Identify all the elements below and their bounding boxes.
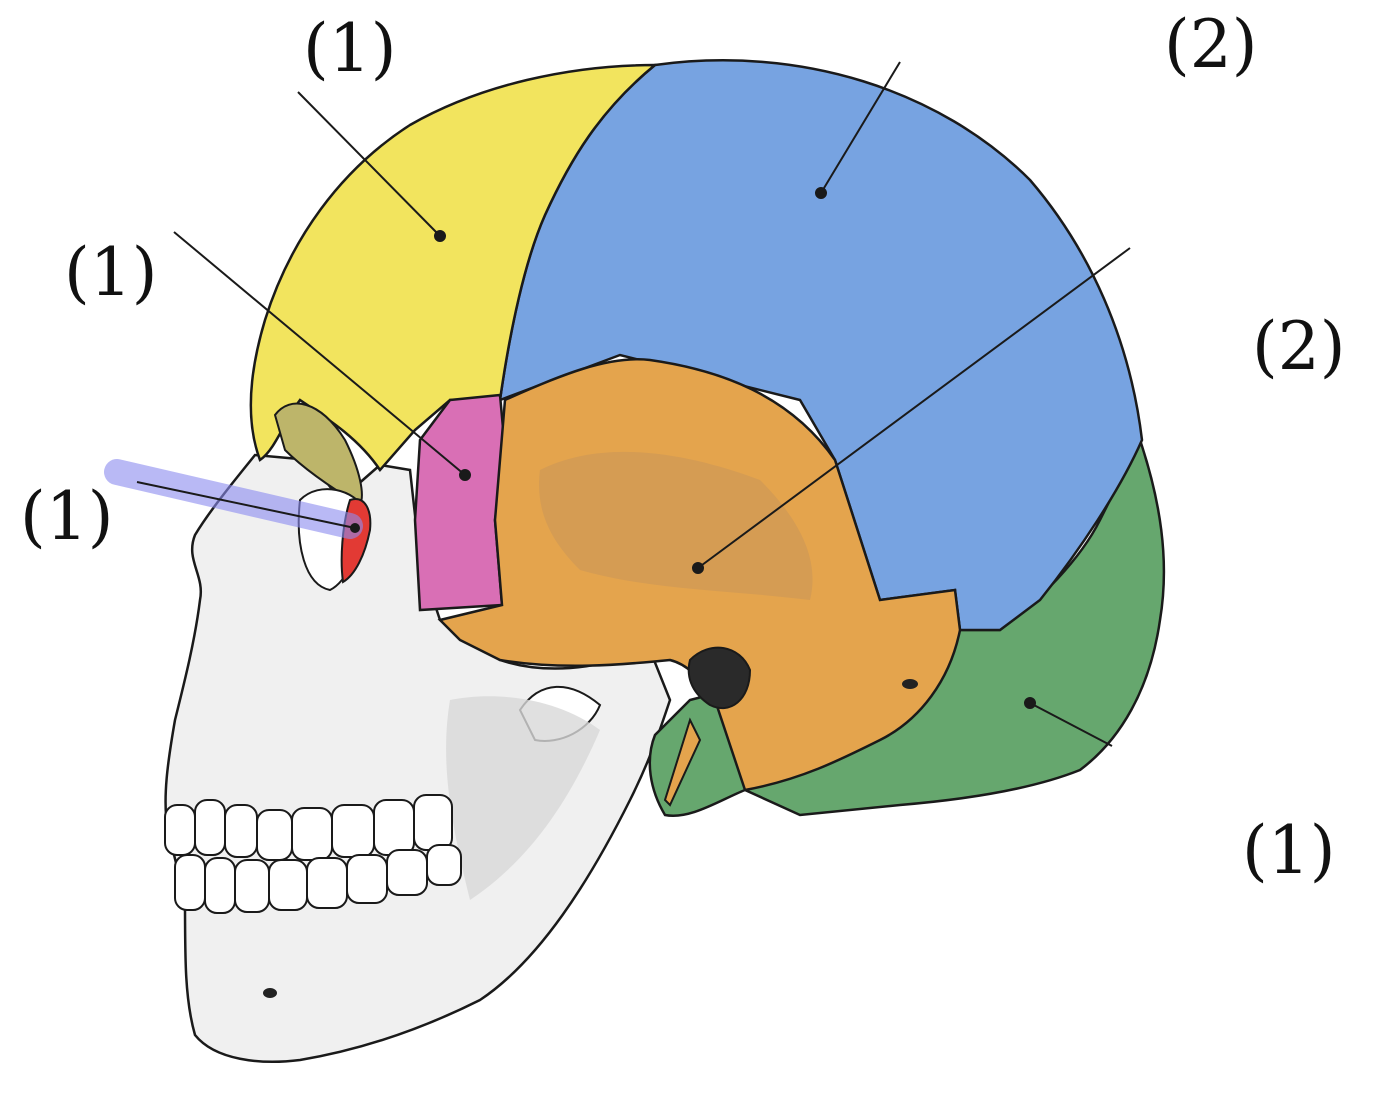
label-sphenoid: (1) xyxy=(64,234,158,311)
leader-line-sphenoid xyxy=(173,231,466,476)
leader-dot-parietal xyxy=(815,187,827,199)
leader-dot-occipital xyxy=(1024,697,1036,709)
label-temporal: (2) xyxy=(1252,308,1346,385)
label-occipital: (1) xyxy=(1242,812,1336,889)
leader-line-parietal xyxy=(820,61,901,194)
teeth xyxy=(164,794,462,914)
styloid-process xyxy=(663,717,702,807)
label-parietal: (2) xyxy=(1164,6,1258,83)
lacrimal-highlight-bar xyxy=(104,459,363,539)
leader-line-temporal xyxy=(697,247,1131,569)
leader-lines xyxy=(173,61,1131,747)
zygomatic-shade xyxy=(446,696,600,900)
ear-canal xyxy=(687,646,752,710)
leader-dot-frontal xyxy=(434,230,446,242)
sphenoid-bone xyxy=(413,393,507,612)
frontal-bone xyxy=(249,63,659,473)
mental-foramen xyxy=(263,988,277,998)
orbit-socket xyxy=(273,402,363,507)
leader-dot-lacrimal xyxy=(350,523,360,533)
leader-line-frontal xyxy=(297,91,441,237)
label-lacrimal: (1) xyxy=(20,478,114,555)
temporal-shading xyxy=(539,451,813,600)
leader-dot-sphenoid xyxy=(459,469,471,481)
leader-line-lacrimal xyxy=(136,481,356,529)
leader-dot-temporal xyxy=(692,562,704,574)
label-frontal: (1) xyxy=(303,10,397,87)
leader-line-occipital xyxy=(1029,702,1113,747)
mastoid-foramen xyxy=(902,679,918,689)
